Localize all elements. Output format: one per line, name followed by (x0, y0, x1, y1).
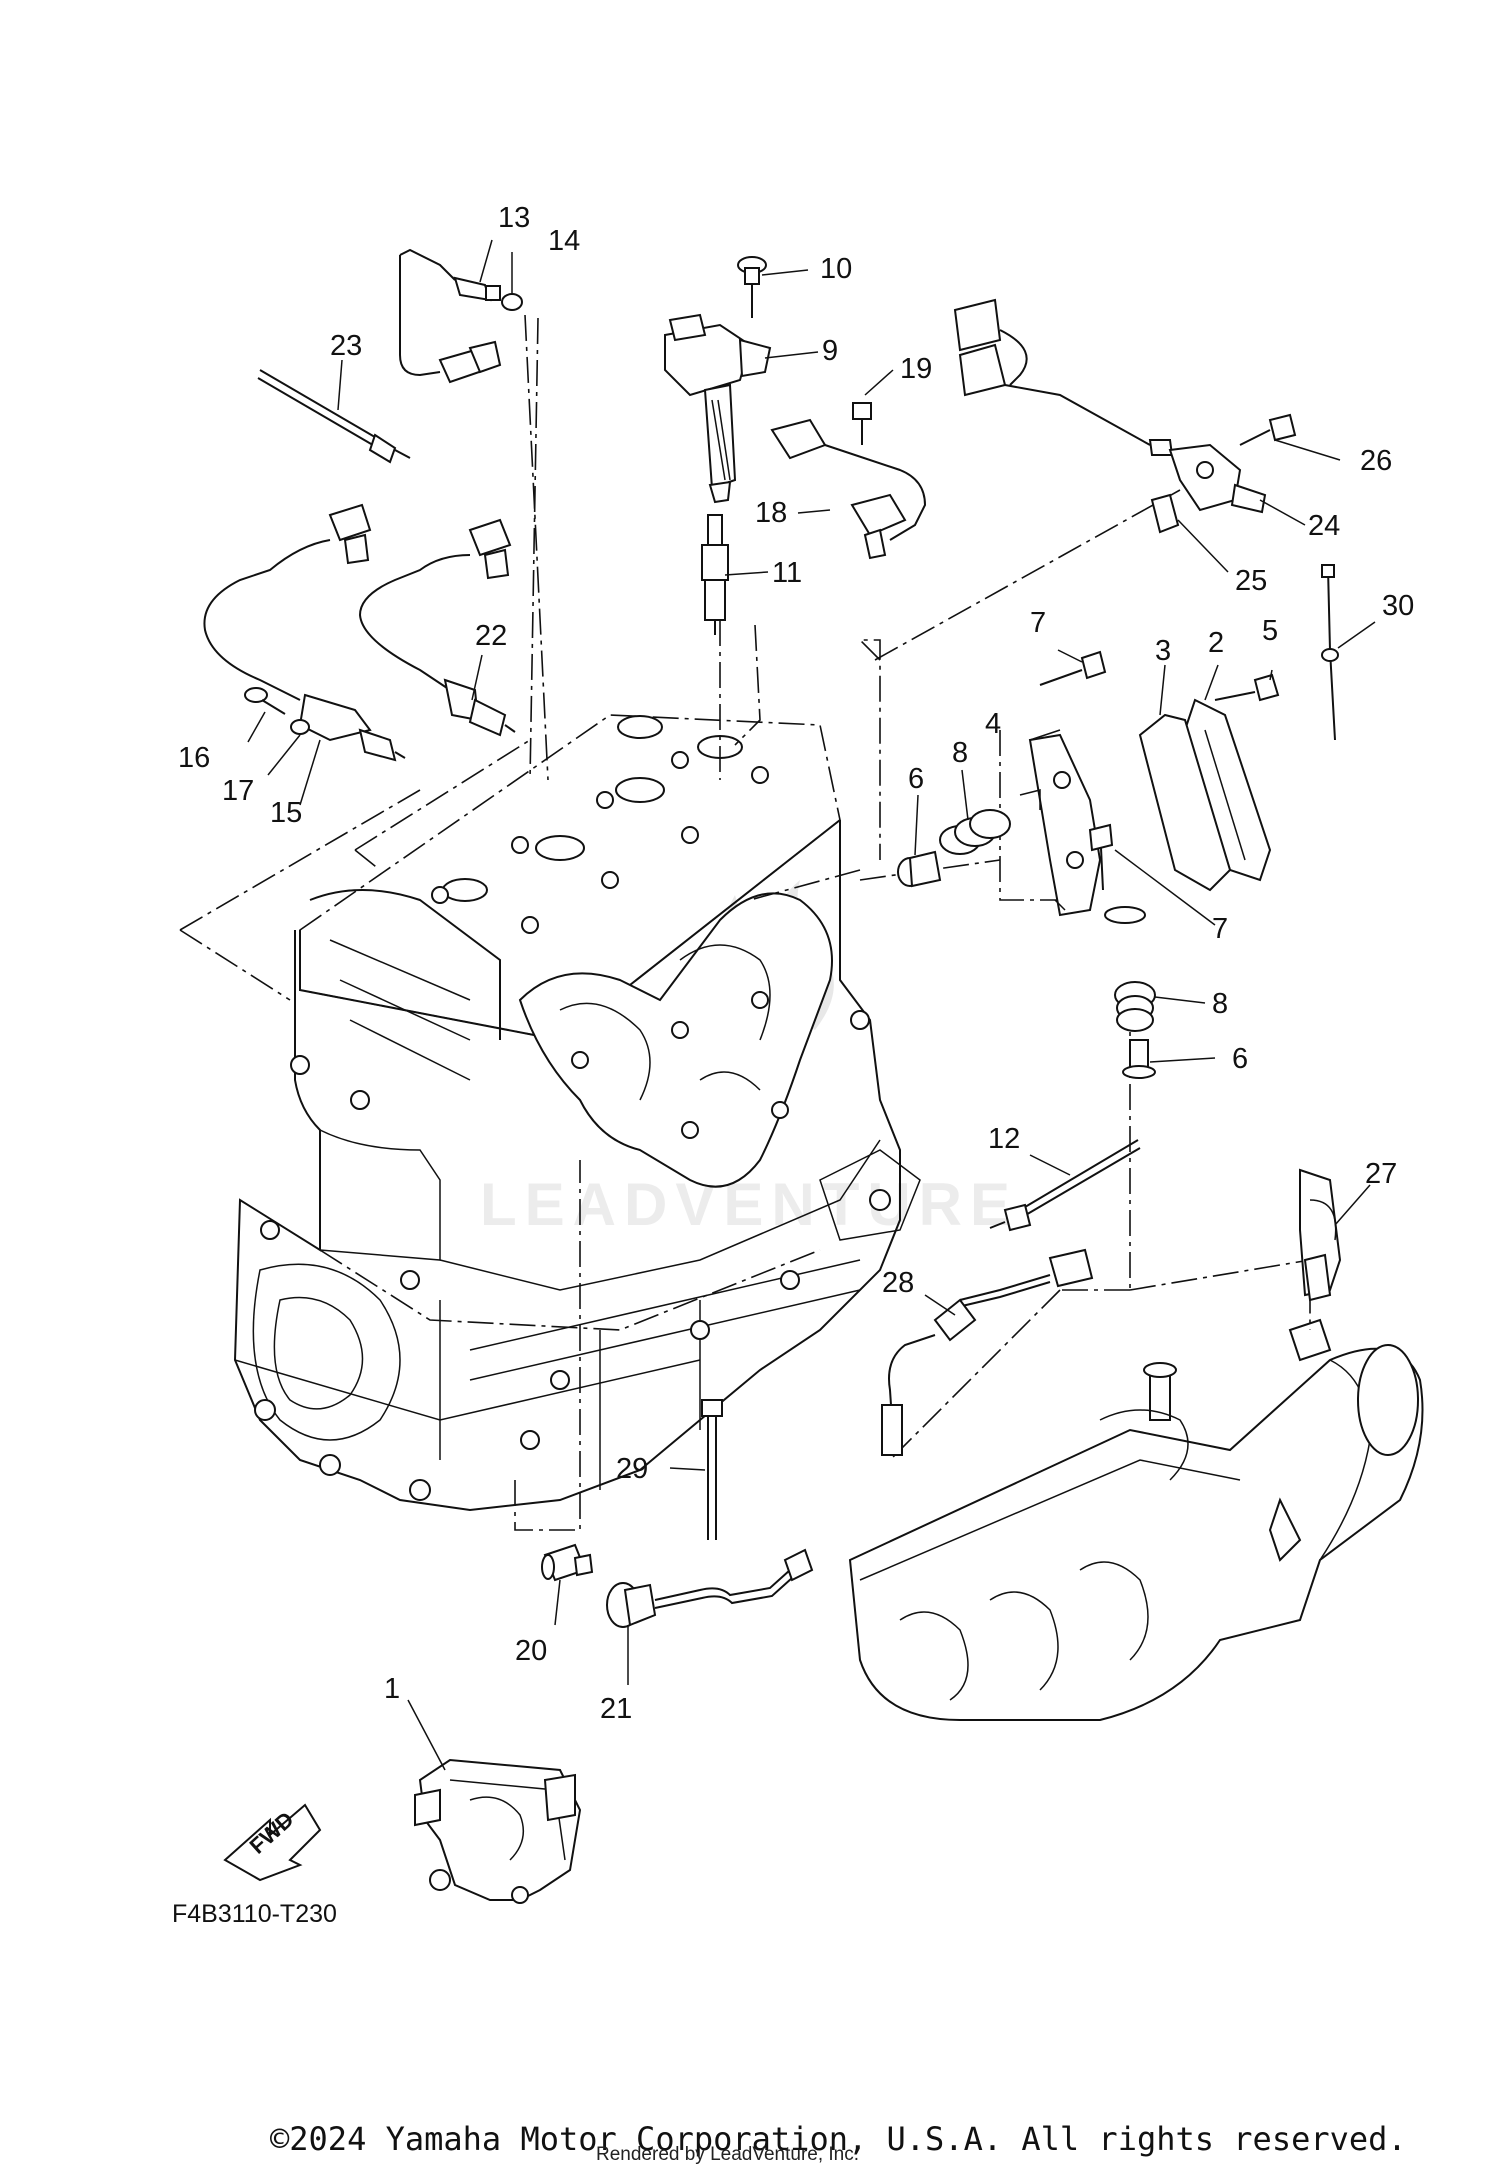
part-30-cable-tie (1321, 564, 1339, 741)
intake-manifold (848, 1318, 1424, 1721)
callout-14: 14 (548, 225, 580, 257)
part-23-stud (257, 369, 411, 464)
dashed-leaders (179, 314, 1311, 1531)
part-6-collar-upper (897, 850, 942, 888)
copyright-notice: ©2024 Yamaha Motor Corporation, U.S.A. A… (270, 2120, 1407, 2158)
engine-block (233, 714, 921, 1512)
part-20-sensor (541, 1543, 594, 1582)
fwd-arrow-icon: FWD (223, 1803, 322, 1882)
part-8-grommet-lower (1114, 981, 1156, 1032)
part-22-sensor (358, 518, 516, 737)
part-7-bolt-upper (1039, 650, 1107, 686)
callout-10: 10 (820, 253, 852, 285)
callout-15: 15 (270, 797, 302, 829)
figure-code: F4B3110-T230 (172, 1900, 337, 1928)
part-13-sensor (399, 248, 523, 384)
part-6-collar-lower (1122, 1039, 1156, 1079)
part-28-sensor (881, 1248, 1094, 1456)
part-16-bolt (244, 687, 286, 715)
callout-29: 29 (616, 1453, 648, 1485)
callout-23: 23 (330, 330, 362, 362)
part-29-cable-tie (701, 1399, 723, 1540)
part-21-sensor (606, 1548, 814, 1628)
part-9-ignition-coil (664, 313, 772, 504)
callout-28: 28 (882, 1267, 914, 1299)
callout-30: 30 (1382, 590, 1414, 622)
part-1-ecu (414, 1758, 582, 1904)
part-7-bolt-lower (1088, 823, 1146, 924)
callout-12: 12 (988, 1123, 1020, 1155)
part-26-bolt (1239, 413, 1297, 446)
part-18-sensor (770, 418, 927, 560)
callout-25: 25 (1235, 565, 1267, 597)
callout-9: 9 (822, 335, 838, 367)
callout-leaders (247, 239, 1376, 1771)
callout-26: 26 (1360, 445, 1392, 477)
callout-11: 11 (772, 557, 802, 589)
part-11-spark-plug (701, 514, 729, 635)
callout-2: 2 (1208, 627, 1224, 659)
part-4-bracket (1019, 733, 1102, 917)
part-27-clamp (1299, 1168, 1342, 1302)
part-10-bolt (737, 256, 767, 318)
callout-7-lower: 7 (1212, 913, 1228, 945)
callout-21: 21 (600, 1693, 632, 1725)
part-24-sensor-harness (953, 298, 1267, 514)
callout-16: 16 (178, 742, 210, 774)
callout-8-upper: 8 (952, 737, 968, 769)
callout-22: 22 (475, 620, 507, 652)
callout-19: 19 (900, 353, 932, 385)
callout-13: 13 (498, 202, 530, 234)
callout-6-lower: 6 (1232, 1043, 1248, 1075)
rendered-by: Rendered by LeadVenture, Inc. (596, 2144, 859, 2165)
part-3-gasket (1138, 713, 1232, 892)
callout-20: 20 (515, 1635, 547, 1667)
callout-3: 3 (1155, 635, 1171, 667)
callout-5: 5 (1262, 615, 1278, 647)
part-17-washer (290, 719, 310, 735)
callout-1: 1 (384, 1673, 400, 1705)
callout-18: 18 (755, 497, 787, 529)
callout-6-upper: 6 (908, 763, 924, 795)
callout-17: 17 (222, 775, 254, 807)
callout-24: 24 (1308, 510, 1340, 542)
part-5-bolt (1214, 673, 1280, 702)
callout-4: 4 (985, 708, 1001, 740)
callout-8-lower: 8 (1212, 988, 1228, 1020)
callout-27: 27 (1365, 1158, 1397, 1190)
callout-numbers: 1 2 3 4 5 6 6 7 7 8 8 9 10 11 12 13 14 1… (178, 202, 1414, 1725)
part-8-grommet-upper (939, 809, 1011, 855)
part-12-stud (989, 1139, 1141, 1232)
part-19-bolt (852, 402, 872, 445)
part-25-gasket (1150, 493, 1180, 534)
callout-7-upper: 7 (1030, 607, 1046, 639)
watermark-text: LEADVENTURE (480, 1171, 1018, 1238)
